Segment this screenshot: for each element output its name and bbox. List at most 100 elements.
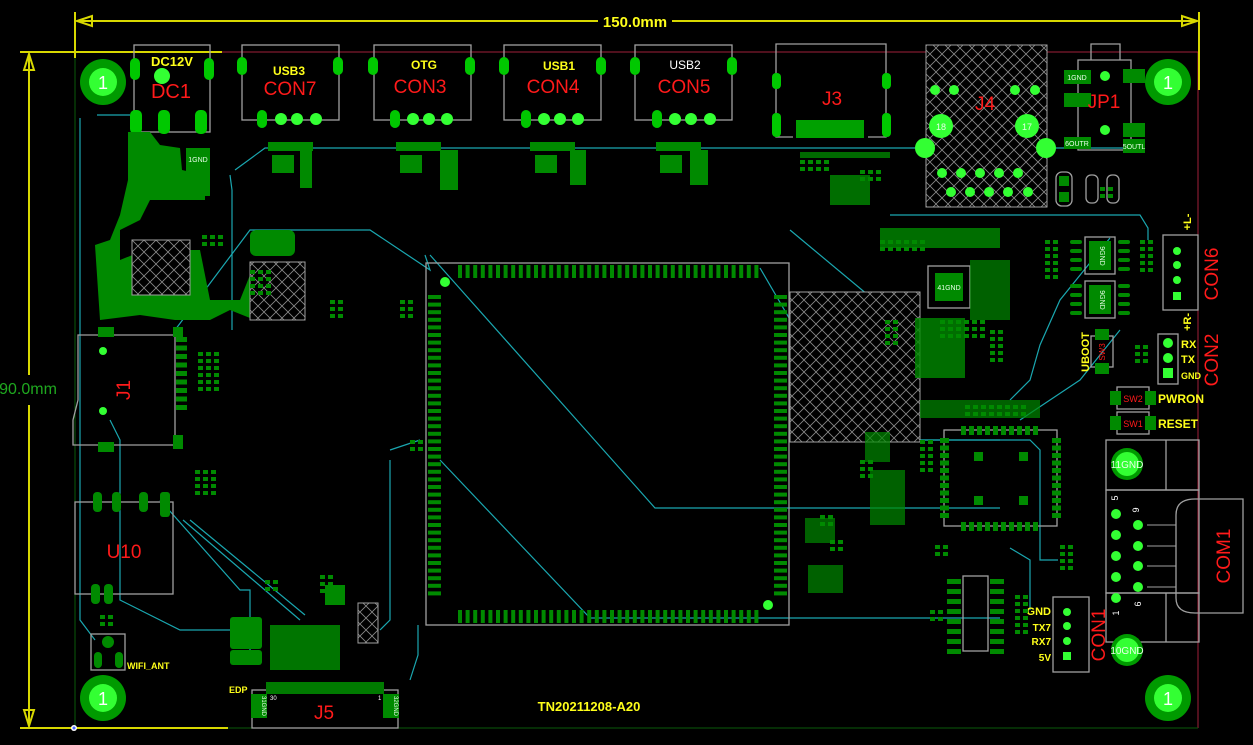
passive-pad (1148, 254, 1153, 258)
com1-pin-9: 9 (1131, 507, 1141, 512)
component-com1[interactable]: 11GND 10GND 5 9 6 1 COM1 (1105, 439, 1244, 666)
qfn-pad: 41GND (937, 285, 960, 292)
cpu-pin (746, 265, 751, 278)
passive-pad (868, 460, 873, 464)
cpu-pin (774, 416, 787, 421)
passive-pad (1135, 345, 1140, 349)
component-wifi-antenna[interactable]: WIFI_ANT (90, 584, 170, 671)
passive-pad (1148, 268, 1153, 272)
module-pin (969, 522, 974, 531)
jp1-pad-outr: 6OUTR (1065, 141, 1089, 148)
passive-pad (218, 242, 223, 246)
passive-pad (330, 314, 335, 318)
cpu-pin (774, 348, 787, 353)
module-pin (1009, 426, 1014, 435)
cpu-pin (716, 610, 721, 623)
cpu-pin (663, 265, 668, 278)
passive-pad (258, 277, 263, 281)
cpu-pin (774, 492, 787, 497)
j1-refdes: J1 (114, 380, 135, 400)
passive-pad (1100, 194, 1105, 198)
cpu-pin (774, 530, 787, 535)
sd-pin (176, 388, 187, 393)
passive-pad (218, 235, 223, 239)
cpu-pin (774, 431, 787, 436)
passive-pad (1015, 602, 1020, 606)
component-con5[interactable]: USB2 CON5 (630, 44, 737, 128)
component-u10[interactable]: U10 (74, 492, 174, 595)
cpu-pin (572, 265, 576, 278)
sd-pin (176, 354, 187, 359)
passive-pad (1068, 559, 1073, 563)
passive-pad (820, 522, 825, 526)
module-pin (977, 522, 982, 531)
revision-label: TN20211208-A20 (538, 699, 641, 714)
cpu-pin (774, 561, 787, 565)
passive-pad (948, 327, 953, 331)
component-con3[interactable]: OTG CON3 (368, 44, 475, 128)
passive-pad (198, 387, 203, 391)
cpu-pin (701, 265, 706, 278)
con1-pin-5v: 5V (1039, 653, 1052, 664)
ic-pin (990, 609, 1004, 614)
cpu-pin (428, 553, 441, 558)
component-j4[interactable]: 18 17 J4 (915, 44, 1056, 208)
passive-pad (258, 291, 263, 295)
passive-pad (860, 460, 865, 464)
component-con6[interactable]: +L- +R- CON6 (1162, 213, 1223, 331)
passive-pad (100, 277, 105, 281)
passive-pad (980, 320, 985, 324)
component-con2[interactable]: RX TX GND CON2 (1157, 333, 1223, 387)
passive-pad (203, 484, 208, 488)
component-con7[interactable]: USB3 CON7 (237, 44, 343, 128)
passive-pad (1108, 187, 1113, 191)
passive-pad (214, 366, 219, 370)
module-pin (940, 483, 949, 488)
module-pin (940, 460, 949, 466)
cpu-pin (511, 610, 516, 623)
component-sw1[interactable]: SW1 RESET (1110, 411, 1199, 435)
passive-pad (989, 405, 994, 409)
con1-pin-gnd: GND (1027, 606, 1052, 618)
passive-pad (206, 380, 211, 384)
module-pin (961, 426, 966, 435)
component-j3[interactable]: J3 (772, 43, 891, 138)
usb-support-parts (268, 142, 708, 190)
passive-pad (1005, 412, 1010, 416)
cpu-pin (465, 610, 470, 623)
module-pin (1001, 426, 1006, 435)
passive-pad (258, 270, 263, 274)
cpu-pin (428, 583, 441, 588)
component-jp1[interactable]: 1GND 6OUTR 5OUTL JP1 (1064, 43, 1146, 153)
sw1-refdes: SW1 (1123, 419, 1143, 429)
passive-pad (885, 320, 890, 324)
cpu-pin (693, 610, 698, 623)
component-con4[interactable]: USB1 CON4 (499, 44, 606, 128)
component-dc1[interactable]: DC12V DC1 (130, 44, 214, 134)
component-amplifier-bottom: 9GND (1070, 280, 1130, 319)
component-con1[interactable]: GND TX7 RX7 5V CON1 (1027, 596, 1110, 673)
passive-pad (828, 522, 833, 526)
component-sw2[interactable]: SW2 PWRON (1110, 386, 1204, 410)
cpu-pin (774, 500, 787, 505)
com1-pin-5: 5 (1110, 495, 1120, 500)
passive-components (100, 160, 1153, 634)
cpu-pin (428, 477, 441, 482)
passive-pad (928, 461, 933, 465)
component-j5[interactable]: 31GND 32GND 30 1 EDP J5 (229, 682, 399, 729)
module-pin (1017, 426, 1022, 435)
j5-pad-left: 31GND (260, 696, 266, 717)
passive-pad (203, 491, 208, 495)
passive-pad (206, 373, 211, 377)
cpu-pin (503, 610, 508, 623)
passive-pad (928, 454, 933, 458)
component-j1[interactable]: J1 (72, 327, 187, 452)
ic-pin (947, 599, 961, 604)
passive-pad (1053, 247, 1058, 251)
jp1-pad-outl: 5OUTL (1123, 144, 1146, 151)
passive-pad (1045, 275, 1050, 279)
dimension-height-label: 90.0mm (0, 381, 57, 398)
component-sw3[interactable]: SW3 UBOOT (1080, 329, 1114, 374)
module-pin (1052, 468, 1061, 473)
